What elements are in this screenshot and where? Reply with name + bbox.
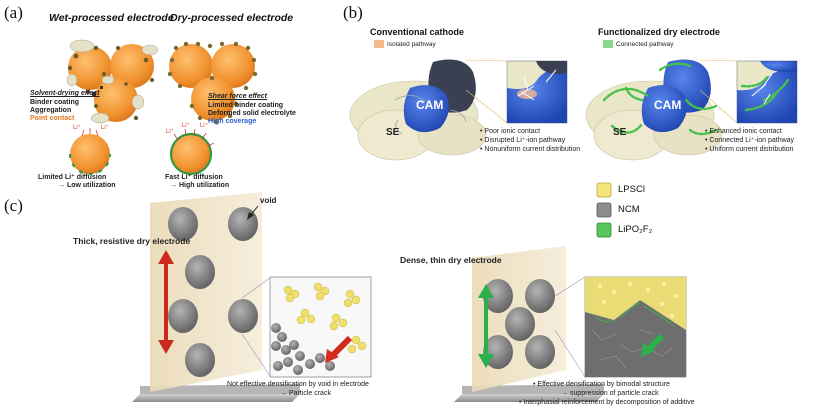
right-caption-line-1: • Effective densification by bimodal str… bbox=[533, 381, 670, 388]
func-item-3: • Uniform current distribution bbox=[705, 146, 794, 153]
func-item-1: • Enhanced ionic contact bbox=[705, 128, 782, 135]
left-caption-line-2: → Particle crack bbox=[280, 390, 331, 397]
conv-item-2: • Disrupted Li⁺-ion pathway bbox=[480, 137, 566, 144]
legend-swatches bbox=[596, 182, 612, 238]
wet-electrode-title: Wet-processed electrode bbox=[49, 12, 174, 24]
li-label-dry-1: Li⁺ bbox=[166, 129, 174, 135]
panel-b-graphics bbox=[349, 40, 798, 161]
wet-utilization-label: → Low utilization bbox=[58, 182, 116, 189]
connected-pathway-swatch bbox=[603, 40, 613, 48]
se-label-conventional: SE bbox=[386, 127, 400, 138]
connected-pathway-label: Connected pathway bbox=[616, 41, 674, 48]
shear-item-2: Deformed solid electrolyte bbox=[208, 110, 296, 117]
li-label-dry-2: Li⁺ bbox=[182, 123, 190, 129]
panel-b-label: (b) bbox=[343, 3, 363, 22]
legend-lpscl-label: LPSCl bbox=[618, 184, 645, 195]
shear-effect-heading: Shear force effect bbox=[208, 93, 268, 100]
thick-electrode-scene bbox=[132, 192, 372, 402]
panel-c-label: (c) bbox=[4, 196, 23, 215]
functionalized-electrode-scene bbox=[585, 40, 798, 161]
legend-lipo2f2-swatch bbox=[596, 222, 612, 238]
panel-a-graphics bbox=[66, 39, 258, 176]
wet-single-particle bbox=[68, 128, 112, 176]
point-contact-label: Point contact bbox=[30, 115, 75, 122]
cam-label-conventional: CAM bbox=[416, 98, 444, 112]
isolated-pathway-swatch bbox=[374, 40, 384, 48]
panel-c-graphics bbox=[132, 182, 687, 402]
panel-a-label: (a) bbox=[4, 3, 23, 22]
se-label-functionalized: SE bbox=[613, 127, 627, 138]
wet-diffusion-label: Limited Li⁺ diffusion bbox=[38, 174, 107, 181]
right-caption-line-3: • Interphasial reinforcement by decompos… bbox=[519, 399, 695, 406]
conventional-cathode-scene bbox=[349, 40, 568, 161]
cam-label-functionalized: CAM bbox=[654, 98, 682, 112]
thin-electrode-scene bbox=[454, 246, 687, 402]
legend-ncm-swatch bbox=[596, 202, 612, 218]
dry-single-particle bbox=[169, 128, 215, 176]
li-label-wet-2: Li⁺ bbox=[101, 125, 109, 131]
right-caption-line-2: → suppression of particle crack bbox=[561, 390, 659, 397]
dry-electrode-cluster bbox=[167, 41, 258, 125]
legend-lipo2f2-label: LiPO₂F₂ bbox=[618, 224, 653, 235]
high-coverage-label: High coverage bbox=[208, 118, 257, 125]
conv-item-1: • Poor ionic contact bbox=[480, 128, 541, 135]
conventional-cathode-title: Conventional cathode bbox=[370, 27, 465, 37]
solvent-item-2: Aggregation bbox=[30, 107, 72, 114]
shear-item-1: Limited binder coating bbox=[208, 102, 284, 109]
func-item-2: • Connected Li⁺-ion pathway bbox=[705, 137, 795, 144]
legend-lpscl-swatch bbox=[596, 182, 612, 198]
dry-diffusion-label: Fast Li⁺ diffusion bbox=[165, 174, 223, 181]
solvent-item-1: Binder coating bbox=[30, 99, 80, 106]
left-caption-line-1: Not effective densification by void in e… bbox=[227, 381, 369, 388]
thick-electrode-title: Thick, resistive dry electrode bbox=[73, 236, 191, 246]
void-label: void bbox=[260, 196, 277, 205]
li-label-wet-1: Li⁺ bbox=[73, 125, 81, 131]
conv-item-3: • Nonuniform current distribution bbox=[480, 146, 581, 153]
dense-electrode-title: Dense, thin dry electrode bbox=[400, 255, 502, 265]
dry-electrode-title: Dry-processed electrode bbox=[170, 12, 294, 24]
solvent-effect-heading: Solvent-drying effect bbox=[30, 90, 100, 97]
dry-utilization-label: → High utilization bbox=[170, 182, 230, 189]
li-label-dry-3: Li⁺ bbox=[200, 123, 208, 129]
isolated-pathway-label: Isolated pathway bbox=[387, 41, 436, 48]
legend-ncm-label: NCM bbox=[618, 204, 640, 215]
functionalized-electrode-title: Functionalized dry electrode bbox=[598, 27, 721, 37]
wet-electrode-cluster bbox=[66, 39, 159, 124]
